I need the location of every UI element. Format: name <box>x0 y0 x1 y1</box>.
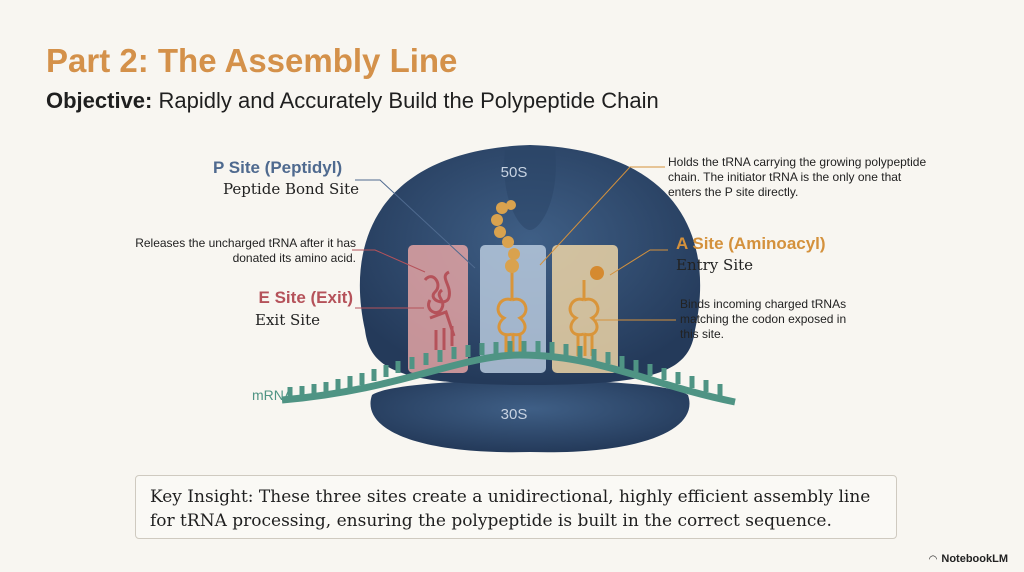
slide-title: Part 2: The Assembly Line <box>46 42 458 79</box>
p-note-leader <box>539 166 665 266</box>
amino-acid <box>590 266 604 280</box>
objective-label: Objective: <box>46 88 153 113</box>
p-site-note: Holds the tRNA carrying the growing poly… <box>668 155 927 199</box>
e-site-trna <box>423 270 456 350</box>
notebooklm-logo-icon: ◠ <box>928 553 938 565</box>
e-site-subtitle: Exit Site <box>255 311 320 329</box>
key-insight-box: Key Insight: These three sites create a … <box>135 475 897 539</box>
e-site-title: E Site (Exit) <box>258 288 353 307</box>
a-site-title: A Site (Aminoacyl) <box>676 234 826 253</box>
p-site-title: P Site (Peptidyl) <box>213 158 343 177</box>
p-site-leader <box>355 179 476 269</box>
p-site-box <box>480 245 546 373</box>
objective: Objective: Rapidly and Accurately Build … <box>46 88 659 114</box>
objective-text: Rapidly and Accurately Build the Polypep… <box>152 88 659 113</box>
a-site-note: Binds incoming charged tRNAs matching th… <box>680 297 847 341</box>
p-site-trna <box>496 270 528 358</box>
mrna-label: mRNA <box>252 387 294 403</box>
brand: ◠NotebookLM <box>929 553 1008 565</box>
a-site-trna <box>568 280 600 356</box>
brand-name: NotebookLM <box>941 553 1008 565</box>
label-30s: 30S <box>501 406 528 423</box>
p-site-subtitle: Peptide Bond Site <box>223 180 360 198</box>
e-note-leader <box>352 249 426 273</box>
a-site-subtitle: Entry Site <box>676 256 754 274</box>
a-site-leader <box>609 249 668 276</box>
label-50s: 50S <box>501 164 528 181</box>
polypeptide-chain <box>491 200 520 273</box>
e-site-note: Releases the uncharged tRNA after it has… <box>135 236 356 265</box>
small-subunit-30s <box>370 380 690 453</box>
mrna-strand <box>281 351 736 406</box>
